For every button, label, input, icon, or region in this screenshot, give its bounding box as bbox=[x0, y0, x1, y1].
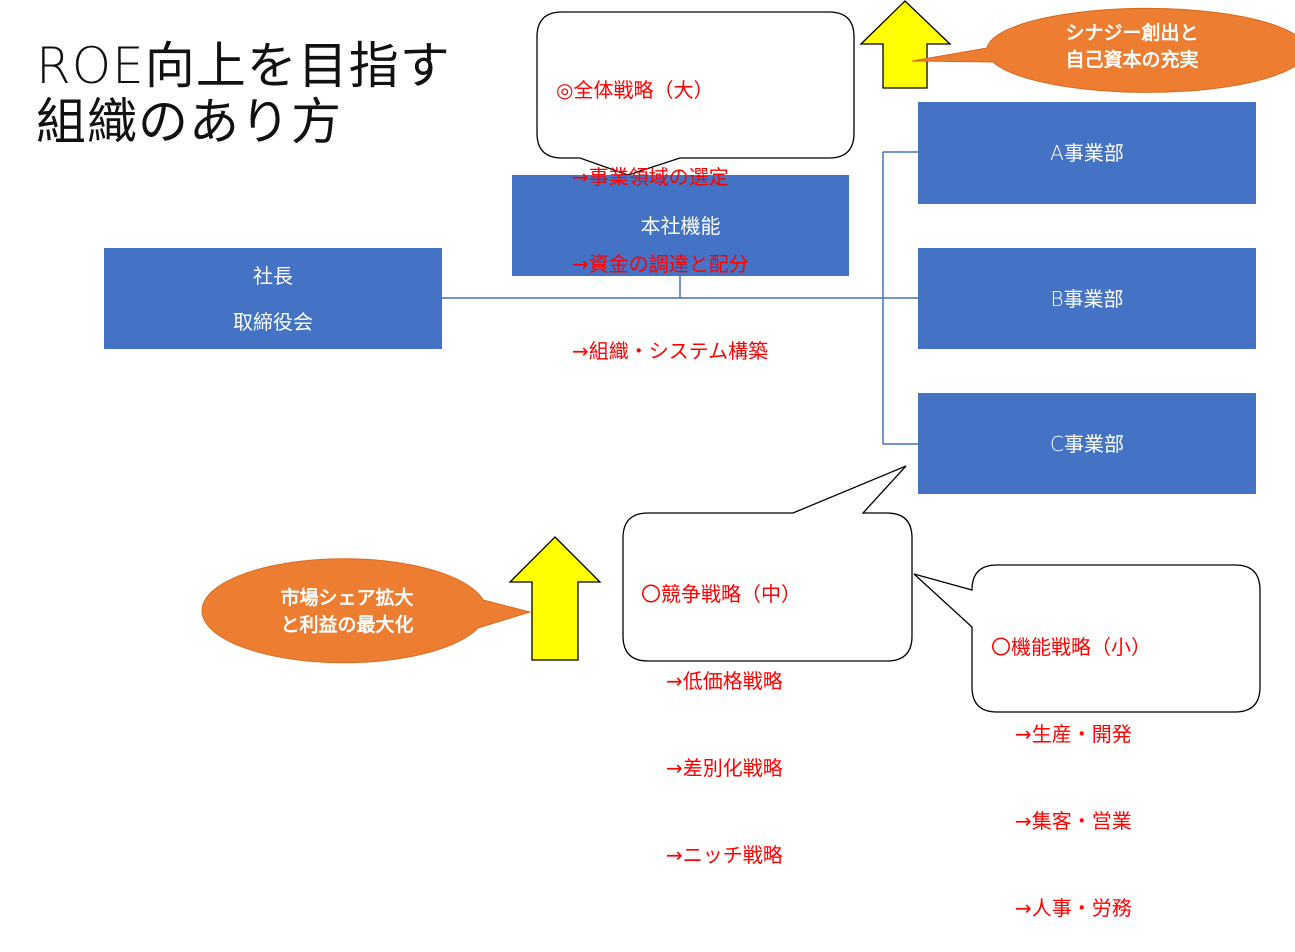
corporate-strategy-item: →事業領域の選定 bbox=[572, 165, 729, 189]
corporate-strategy-item: →資金の調達と配分 bbox=[572, 252, 749, 276]
division-b-box: B事業部 bbox=[918, 248, 1256, 349]
corporate-strategy-bubble bbox=[536, 11, 855, 176]
up-arrow-icon bbox=[508, 536, 602, 661]
president-board-box: 社長 取締役会 bbox=[104, 248, 442, 349]
bottom-callout-line-2: と利益の最大化 bbox=[280, 614, 414, 636]
board-label: 取締役会 bbox=[233, 309, 313, 334]
division-c-label: C事業部 bbox=[1050, 431, 1124, 456]
functional-strategy-item: →集客・営業 bbox=[1015, 809, 1132, 833]
corporate-strategy-heading: ◎全体戦略（大） bbox=[556, 78, 714, 102]
competitive-strategy-text: 〇競争戦略（中） →低価格戦略 →差別化戦略 →ニッチ戦略 bbox=[641, 522, 801, 899]
top-callout-line-1: シナジー創出と bbox=[1065, 22, 1199, 44]
top-callout-shape bbox=[911, 7, 1295, 93]
diagram-canvas bbox=[201, 0, 1295, 713]
bottom-callout-shape bbox=[201, 558, 532, 664]
competitive-strategy-item: →差別化戦略 bbox=[666, 756, 783, 780]
competitive-strategy-item: →ニッチ戦略 bbox=[666, 843, 783, 867]
headquarters-box: 本社機能 bbox=[512, 175, 849, 276]
org-connectors bbox=[442, 151, 918, 445]
up-arrow-icon bbox=[859, 0, 952, 89]
division-a-label: A事業部 bbox=[1050, 141, 1124, 165]
functional-strategy-item: →人事・労務 bbox=[1015, 896, 1132, 920]
bottom-callout-line-1: 市場シェア拡大 bbox=[280, 587, 414, 609]
corporate-strategy-text: ◎全体戦略（大） →事業領域の選定 →資金の調達と配分 →組織・システム構築 bbox=[556, 18, 768, 395]
division-b-label: B事業部 bbox=[1050, 286, 1124, 311]
slide-title: ROE向上を目指す 組織のあり方 bbox=[36, 38, 451, 150]
president-label: 社長 bbox=[253, 263, 293, 288]
corporate-strategy-item: →組織・システム構築 bbox=[572, 339, 769, 363]
slide-title-line-2: 組織のあり方 bbox=[36, 93, 342, 151]
bottom-callout-text: 市場シェア拡大 と利益の最大化 bbox=[267, 585, 427, 639]
slide-title-line-1: ROE向上を目指す bbox=[36, 37, 451, 95]
competitive-strategy-item: →低価格戦略 bbox=[666, 669, 783, 693]
competitive-strategy-heading: 〇競争戦略（中） bbox=[641, 582, 801, 606]
competitive-strategy-bubble bbox=[622, 465, 913, 662]
headquarters-label: 本社機能 bbox=[640, 213, 721, 238]
functional-strategy-bubble bbox=[913, 564, 1261, 713]
functional-strategy-item: →生産・開発 bbox=[1015, 722, 1132, 746]
division-c-box: C事業部 bbox=[918, 393, 1256, 494]
top-callout-text: シナジー創出と 自己資本の充実 bbox=[1052, 20, 1212, 74]
division-a-box: A事業部 bbox=[918, 102, 1256, 204]
functional-strategy-heading: 〇機能戦略（小） bbox=[991, 635, 1151, 659]
top-callout-line-2: 自己資本の充実 bbox=[1065, 49, 1199, 71]
functional-strategy-text: 〇機能戦略（小） →生産・開発 →集客・営業 →人事・労務 bbox=[991, 575, 1151, 952]
